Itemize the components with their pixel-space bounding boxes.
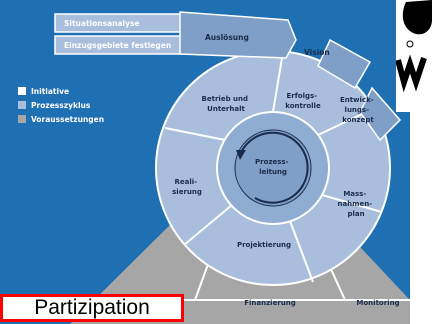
label-entwicklungskonzept-2: lungs- xyxy=(345,106,370,114)
label-ausloesung: Auslösung xyxy=(205,33,249,42)
legend-item-prozesszyklus: Prozesszyklus xyxy=(18,98,104,112)
label-betrieb-2: Unterhalt xyxy=(207,105,245,113)
legend-label-voraussetzungen: Voraussetzungen xyxy=(31,114,105,124)
legend: Initiative Prozesszyklus Voraussetzungen xyxy=(18,84,104,126)
label-massnahmenplan: Mass- nahmen- plan xyxy=(337,190,374,218)
spoke-3 xyxy=(321,194,383,213)
label-vision: Vision xyxy=(304,48,330,57)
legend-item-initiative: Initiative xyxy=(18,84,104,98)
legend-swatch-voraussetzungen xyxy=(18,115,26,123)
label-erfolgskontrolle-2: kontrolle xyxy=(285,102,321,110)
arrow-entwicklung-head xyxy=(359,86,402,142)
label-erfolgskontrolle: Erfolgs- kontrolle xyxy=(285,92,321,110)
label-realisierung: Reali- sierung xyxy=(172,178,202,196)
label-einzugsgebiete: Einzugsgebiete festlegen xyxy=(64,41,171,50)
legend-swatch-initiative xyxy=(18,87,26,95)
label-massnahmenplan-1: Mass- xyxy=(343,190,366,198)
partizipation-box: Partizipation xyxy=(0,294,184,322)
label-massnahmenplan-2: nahmen- xyxy=(337,200,372,208)
cycle-arrow xyxy=(239,131,309,204)
spoke-6 xyxy=(164,127,226,141)
wwf-logo-fragment xyxy=(396,0,432,112)
label-monitoring: Monitoring xyxy=(356,299,399,307)
label-center-2: leitung xyxy=(259,168,287,176)
legend-item-voraussetzungen: Voraussetzungen xyxy=(18,112,104,126)
label-situationsanalyse: Situationsanalyse xyxy=(64,19,140,28)
label-projektierung: Projektierung xyxy=(237,241,291,249)
spoke-5 xyxy=(183,204,233,246)
partizipation-label: Partizipation xyxy=(34,296,150,319)
spoke-4 xyxy=(289,220,314,283)
cycle-arrow-head xyxy=(236,150,246,160)
arrow-vision-head xyxy=(317,38,372,90)
label-betrieb-1: Betrieb und xyxy=(202,95,248,103)
label-entwicklungskonzept-3: konzept xyxy=(342,116,374,124)
label-finanzierung: Finanzierung xyxy=(244,299,296,307)
label-center: Prozess- leitung xyxy=(255,158,291,176)
label-erfolgskontrolle-1: Erfolgs- xyxy=(286,92,317,100)
label-entwicklungskonzept: Entwick- lungs- konzept xyxy=(340,96,376,124)
arrow-ausloesung xyxy=(179,11,297,59)
spoke-1 xyxy=(272,51,284,113)
legend-label-prozesszyklus: Prozesszyklus xyxy=(31,100,91,110)
label-realisierung-2: sierung xyxy=(172,188,202,196)
legend-label-initiative: Initiative xyxy=(31,86,70,96)
legend-swatch-prozesszyklus xyxy=(18,101,26,109)
center-disc xyxy=(234,129,312,207)
label-center-1: Prozess- xyxy=(255,158,289,166)
label-betrieb: Betrieb und Unterhalt xyxy=(202,95,251,113)
label-entwicklungskonzept-1: Entwick- xyxy=(340,96,374,104)
label-realisierung-1: Reali- xyxy=(174,178,197,186)
label-massnahmenplan-3: plan xyxy=(347,210,364,218)
